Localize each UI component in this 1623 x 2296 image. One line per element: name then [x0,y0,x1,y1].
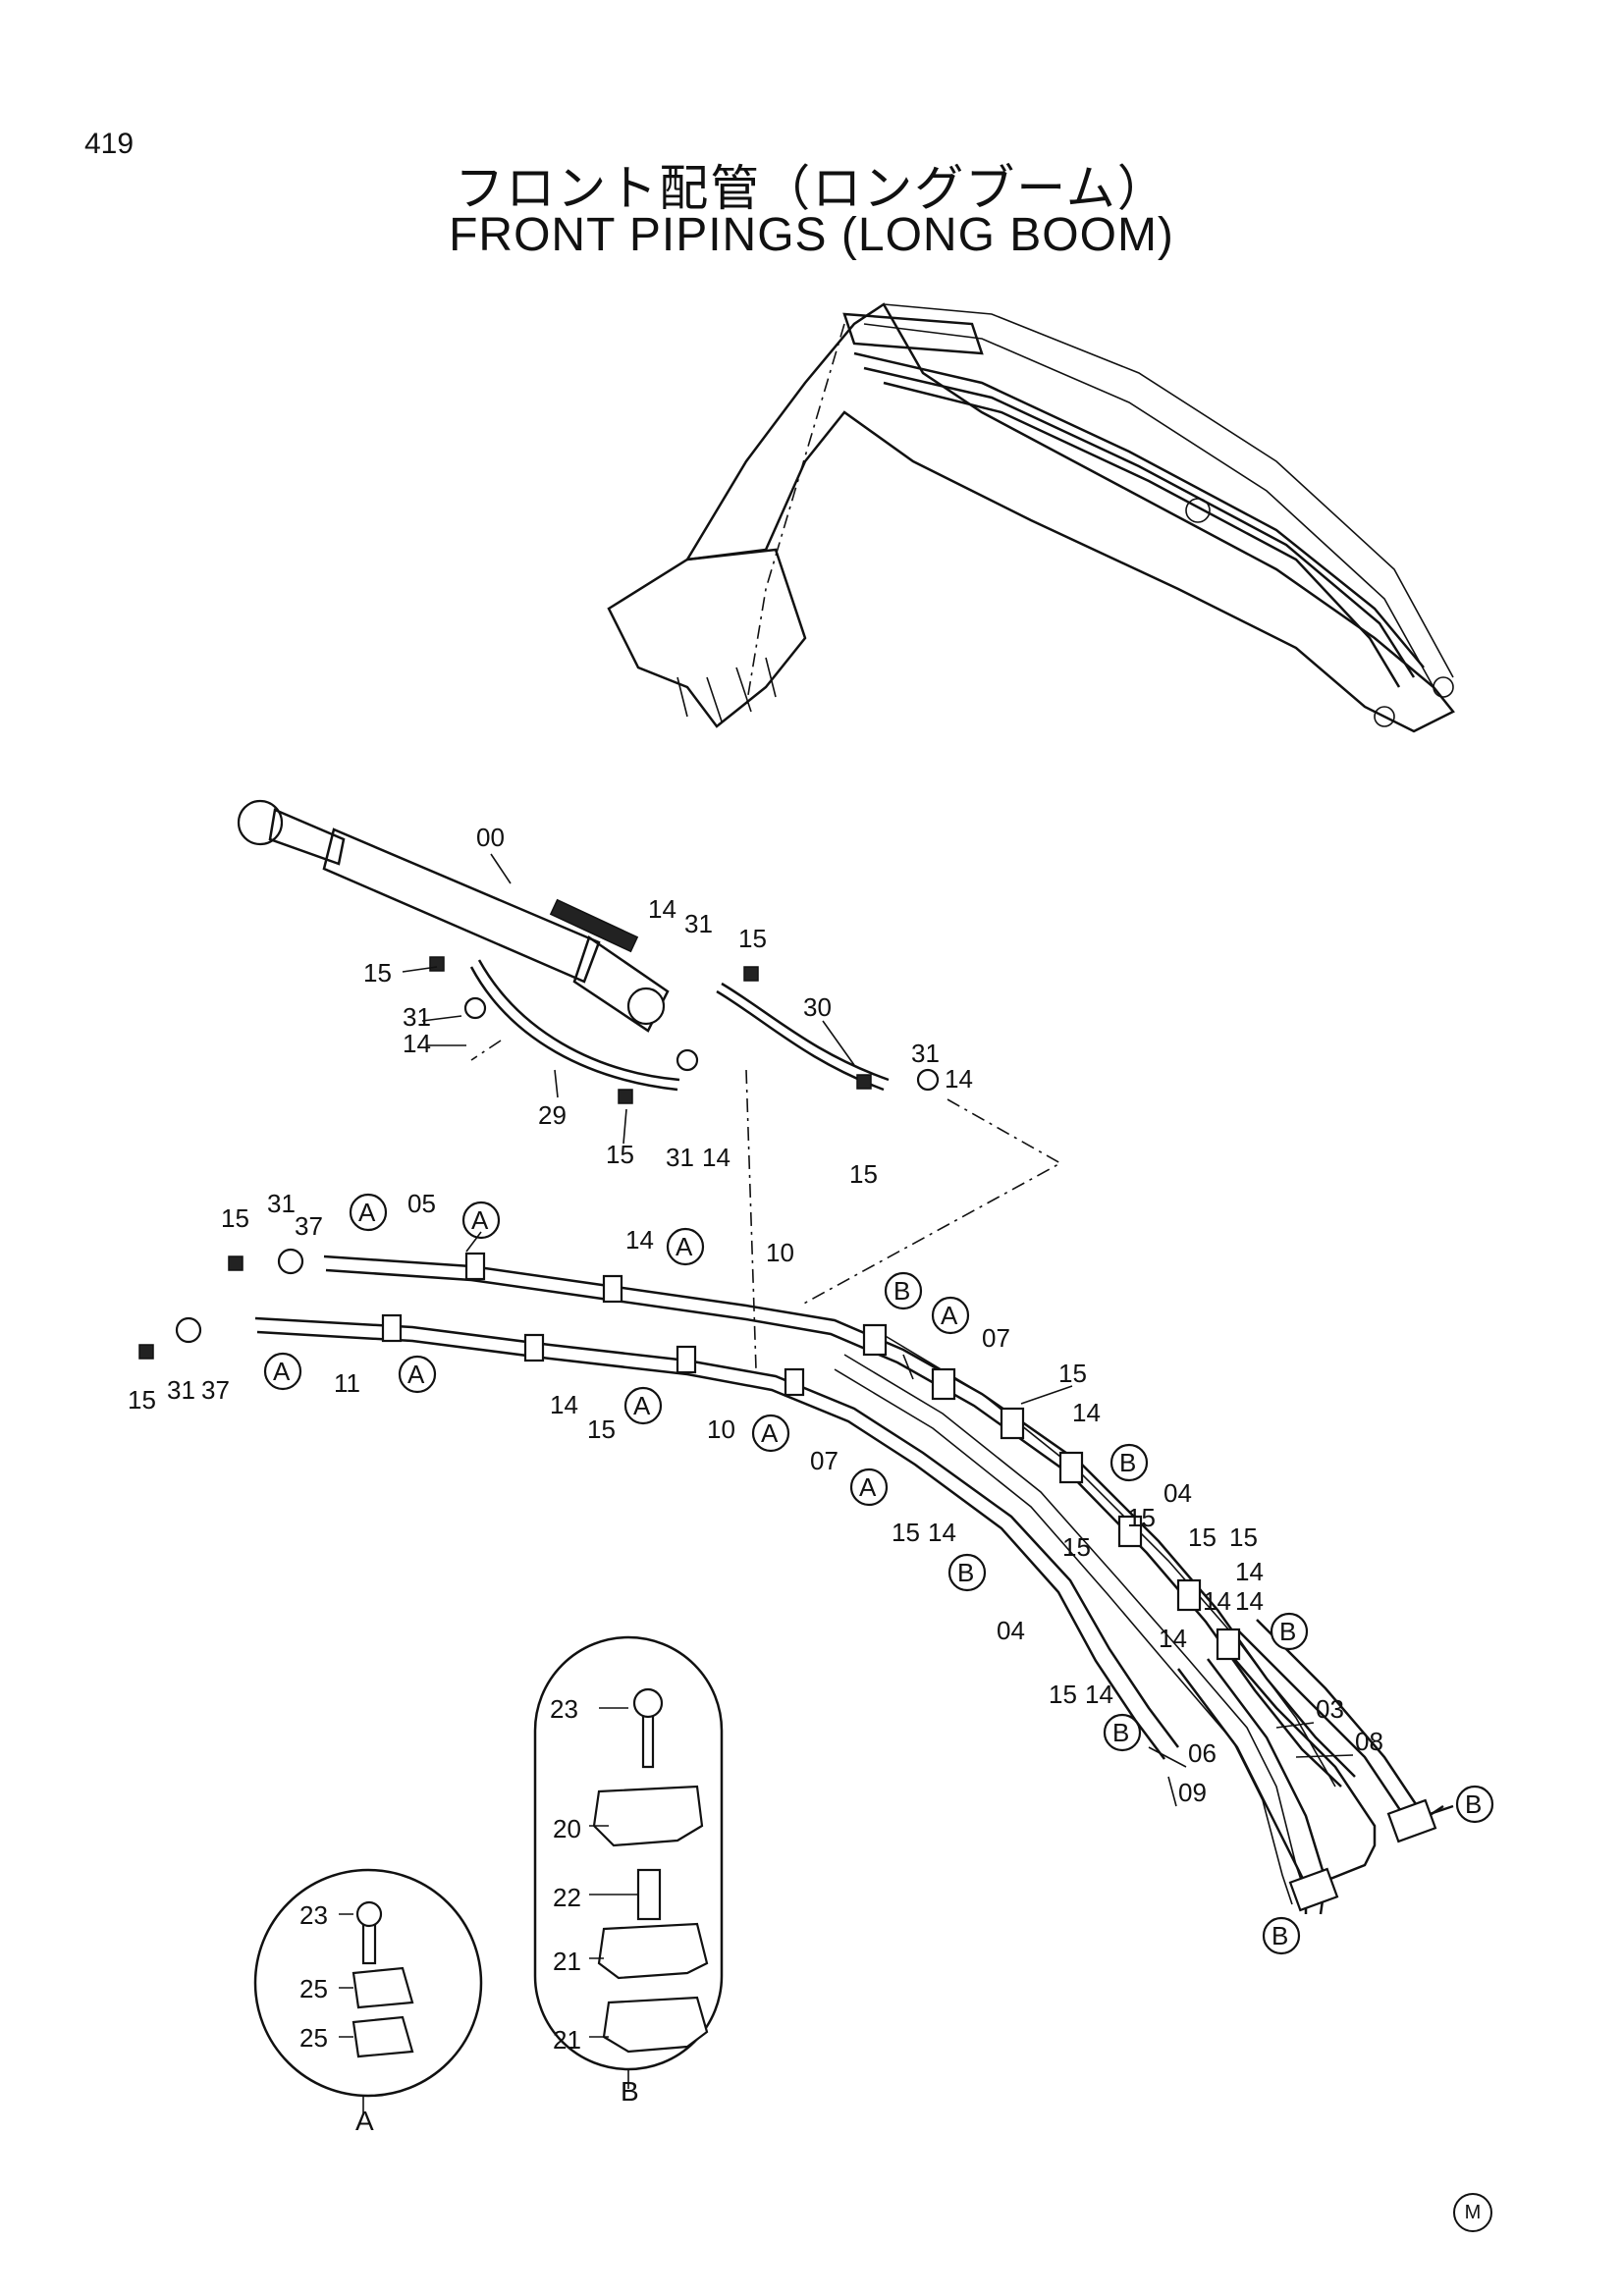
clamps [381,1252,1241,1661]
callout: 29 [538,1100,567,1130]
detail-label-a: A [355,2106,374,2136]
callout: 10 [707,1415,735,1444]
callout: 21 [553,2025,581,2055]
callout: 31 [167,1375,195,1405]
callout: 15 [221,1203,249,1233]
callout: 15 [1127,1503,1156,1532]
piping-exploded-view [138,799,1454,1915]
callout: 14 [1159,1624,1187,1653]
callout: 25 [299,2023,328,2053]
mark: B [1112,1718,1129,1747]
callout: 05 [407,1189,436,1218]
callout: 07 [810,1446,839,1475]
callout: 14 [945,1064,973,1094]
arm-cylinder [237,799,670,1033]
callout: 31 [911,1039,940,1068]
manufacturer-mark: M [1453,2193,1492,2232]
excavator-front-overview [607,302,1455,733]
callout: 15 [1062,1532,1091,1562]
callout: 15 [606,1140,634,1169]
callout: 15 [1058,1359,1087,1388]
detail-label-b: B [621,2076,639,2107]
callout: 31 [267,1189,296,1218]
callout: 15 [738,924,767,953]
callout: 09 [1178,1778,1207,1807]
callout: 07 [982,1323,1010,1353]
mark: B [1119,1448,1136,1477]
callout: 20 [553,1814,581,1843]
callout: 31 [403,1002,431,1032]
mark: A [859,1472,877,1502]
callout: 25 [299,1974,328,2003]
mark: A [471,1205,489,1235]
callout: 14 [1235,1557,1264,1586]
callout: 04 [1163,1478,1192,1508]
callout: 08 [1355,1727,1383,1756]
callout: 14 [1235,1586,1264,1616]
callout: 15 [1229,1522,1258,1552]
callout: 14 [550,1390,578,1419]
callout: 03 [1316,1694,1344,1724]
detail-b [533,1635,724,2089]
mark: A [761,1418,779,1448]
mark: A [273,1357,291,1386]
callout: 31 [684,909,713,938]
callout: 15 [849,1159,878,1189]
mark: B [0,0,1,1]
reference-marks: A A A A A A A A A B B B B B B B B [0,0,1494,1955]
callout: 14 [702,1143,730,1172]
callout: 22 [553,1883,581,1912]
callout: 15 [1188,1522,1217,1552]
mark: B [1465,1789,1482,1819]
callout: 15 [892,1518,920,1547]
mark: A [358,1198,376,1227]
callout: 31 [666,1143,694,1172]
callout: 30 [803,992,832,1022]
callout: 15 [128,1385,156,1415]
callout: 14 [1072,1398,1101,1427]
callout: 37 [295,1211,323,1241]
callout: 04 [997,1616,1025,1645]
mark: B [1279,1617,1296,1646]
mark: B [957,1558,974,1587]
callout-labels: 00 14 31 15 15 31 14 30 29 15 31 14 31 1… [128,823,1383,2055]
callout: 11 [334,1368,360,1398]
callout: 15 [587,1415,616,1444]
page-title-japanese: フロント配管（ロングブーム） [455,160,1168,217]
callout: 14 [648,894,676,924]
detail-a [253,1868,483,2115]
mark: A [633,1391,651,1420]
mark: A [676,1232,693,1261]
callout: 15 [1049,1680,1077,1709]
mark: B [1271,1921,1288,1950]
callout: 14 [1085,1680,1113,1709]
callout: 00 [476,823,505,852]
leader-lines [402,853,1354,1807]
callout: 23 [299,1900,328,1930]
fittings [138,956,940,1360]
mark: A [407,1360,425,1389]
page-title-english: FRONT PIPINGS (LONG BOOM) [449,209,1174,261]
callout: 14 [928,1518,956,1547]
callout: 10 [766,1238,794,1267]
page-number: 419 [84,128,135,160]
callout: 06 [1188,1738,1217,1768]
callout: 21 [553,1947,581,1976]
callout: 14 [625,1225,654,1255]
mark: A [941,1301,958,1330]
callout: 15 [363,958,392,988]
callout: 14 [1203,1586,1231,1616]
callout: 23 [550,1694,578,1724]
callout: 14 [403,1029,431,1058]
callout: 37 [201,1375,230,1405]
mark: B [893,1276,910,1306]
